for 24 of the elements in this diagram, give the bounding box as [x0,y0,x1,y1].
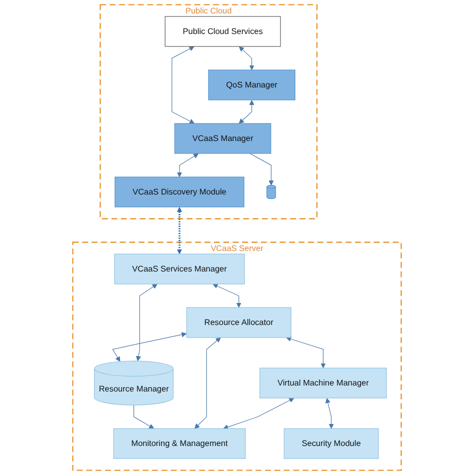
arrow [176,153,199,178]
node-cylinder [266,184,276,200]
node-box: Virtual Machine Manager [260,368,387,398]
node-box: QoS Manager [208,70,296,100]
arrow [238,46,254,70]
node-box: Public Cloud Services [164,16,281,47]
arrow [212,284,242,308]
node-box: VCaaS Services Manager [114,254,245,284]
arrow [112,332,187,362]
arrow [286,336,326,368]
arrow [136,284,158,362]
node-box: VCaaS Discovery Module [114,176,244,208]
node-box: Monitoring & Management [113,428,246,459]
arrow [325,398,334,429]
arrow [238,100,254,124]
arrow [223,398,294,430]
node-box: Security Module [284,428,379,459]
arrow [250,153,274,186]
arrow [194,337,221,429]
node-box: Resource Allocator [186,307,292,338]
arrow [134,404,154,429]
arrow [172,46,195,124]
node-box: VCaaS Manager [174,123,272,154]
arrow [176,206,182,254]
